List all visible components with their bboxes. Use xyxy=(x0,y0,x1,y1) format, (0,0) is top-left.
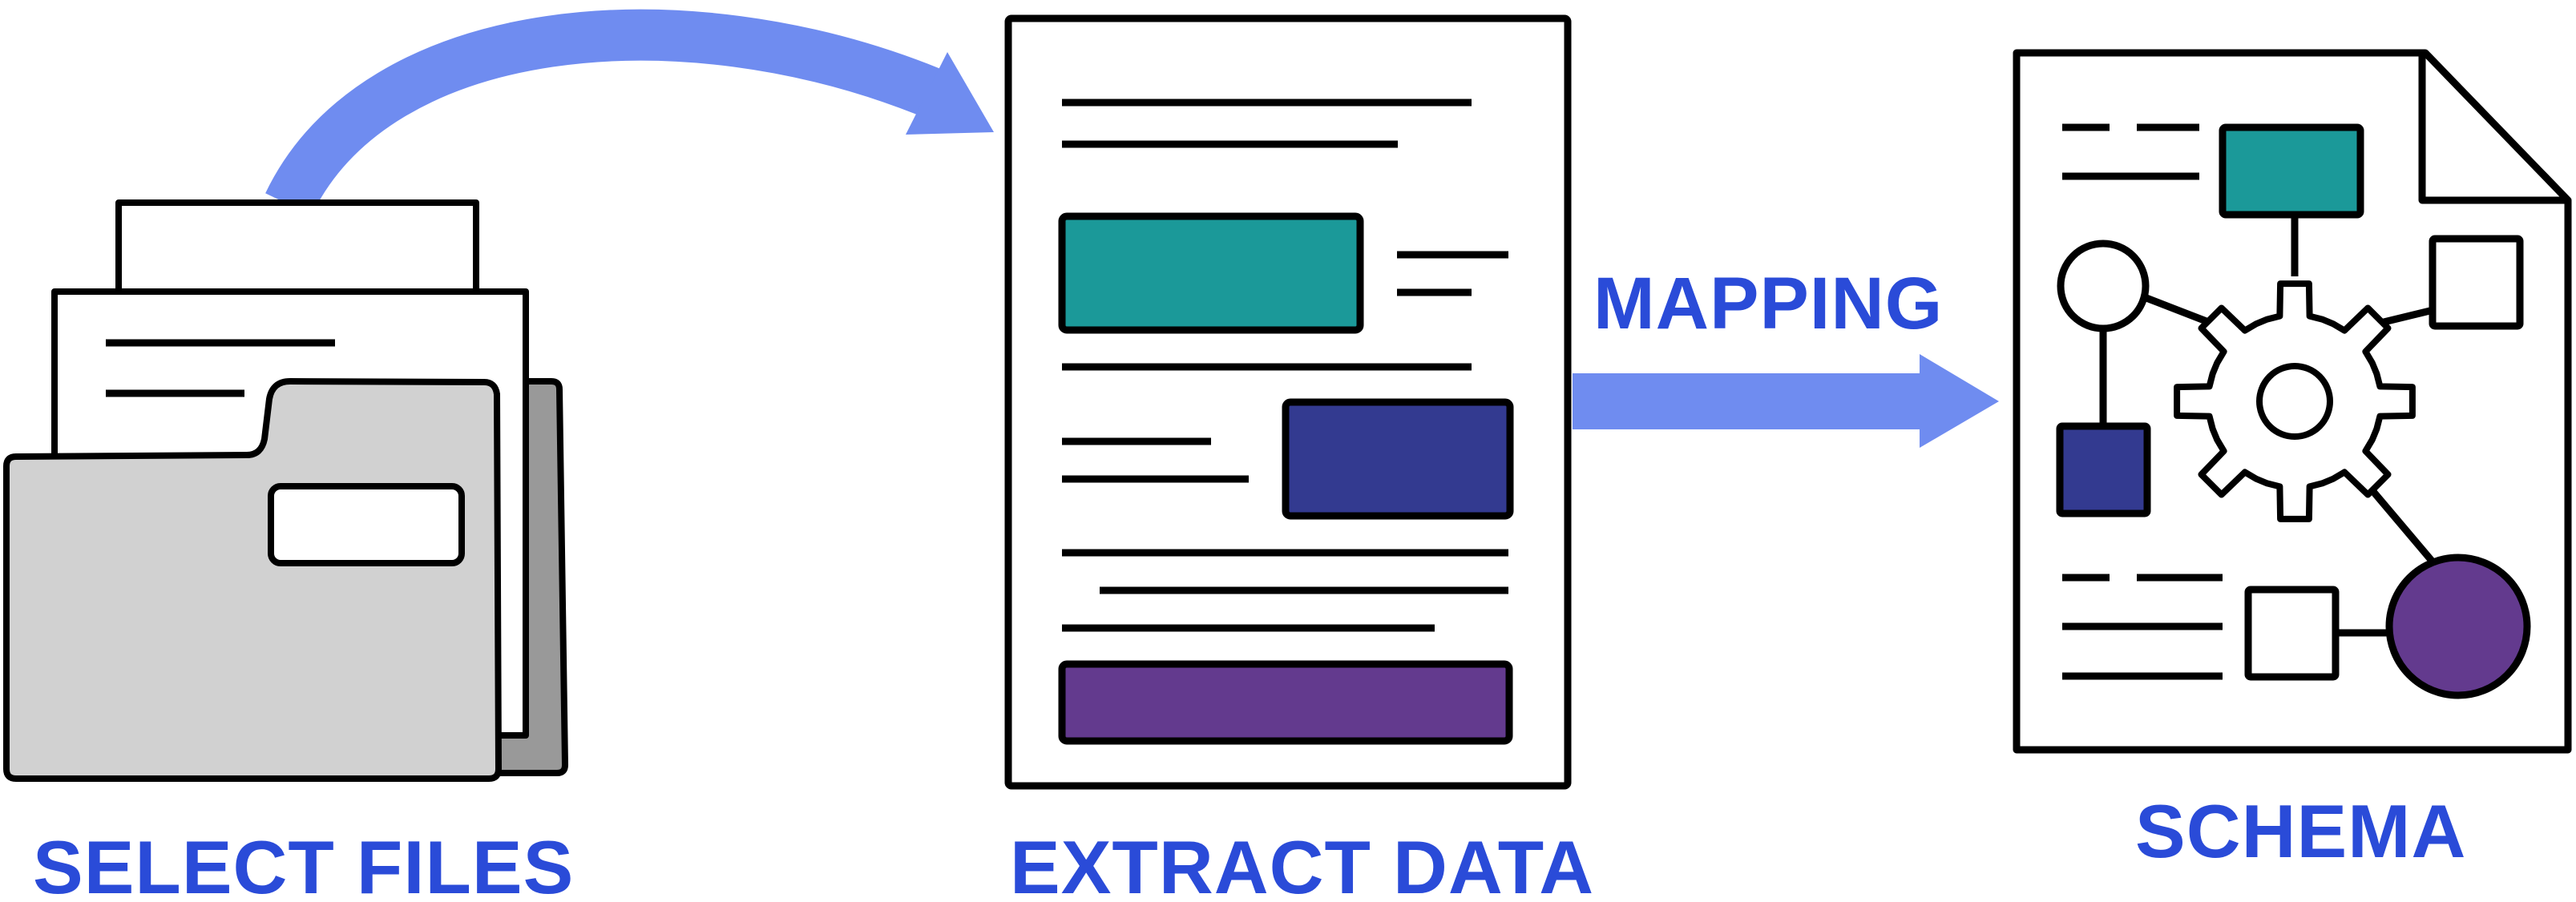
schema-connector xyxy=(2368,486,2444,574)
schema-square-node xyxy=(2244,586,2340,681)
purple-data-block xyxy=(1058,660,1513,745)
schema-connector xyxy=(2145,294,2212,327)
schema-teal-node xyxy=(2219,123,2364,219)
gear-icon xyxy=(2174,280,2416,522)
curved-arrow-shaft xyxy=(265,9,939,216)
folder-label-slot xyxy=(268,483,465,566)
schema-page-fold xyxy=(2418,54,2566,204)
mapping-arrow-shaft xyxy=(1573,373,1924,429)
folder-front-panel xyxy=(3,378,502,782)
folder-with-files-icon xyxy=(3,199,568,782)
navy-data-block xyxy=(1282,398,1514,520)
select-to-extract-arrow xyxy=(265,9,994,216)
mapping-label: MAPPING xyxy=(1593,263,1943,344)
schema-purple-node xyxy=(2385,554,2531,699)
schema-connector xyxy=(2379,305,2438,327)
gear-hub xyxy=(2256,363,2333,440)
schema-square-node xyxy=(2429,235,2524,330)
mapping-arrow-head xyxy=(1920,354,1999,448)
schema-navy-node xyxy=(2056,422,2151,517)
schema-label: SCHEMA xyxy=(2135,789,2466,873)
extracted-document-icon xyxy=(1004,14,1572,790)
mapping-arrow xyxy=(1573,354,1999,448)
teal-data-block xyxy=(1058,212,1364,334)
schema-circle-node xyxy=(2057,240,2150,332)
curved-arrow-head xyxy=(906,52,994,135)
extract-data-label: EXTRACT DATA xyxy=(1010,825,1594,902)
select-files-label: SELECT FILES xyxy=(33,825,574,902)
schema-diagram-icon xyxy=(2013,49,2572,754)
